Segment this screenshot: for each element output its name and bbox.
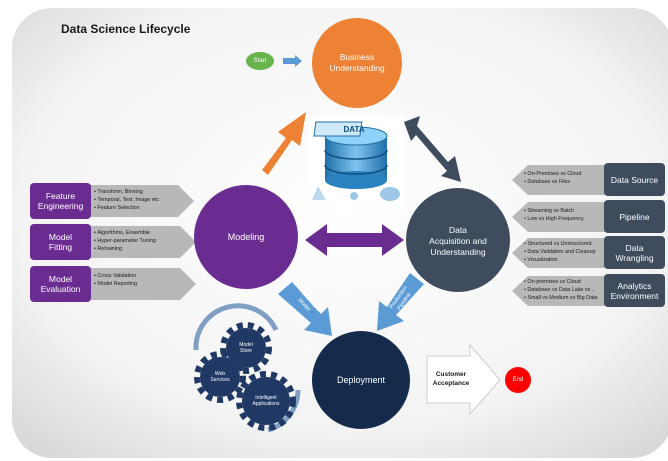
- data-acquisition-circle: [406, 188, 510, 292]
- customer-acceptance-arrow: [426, 343, 501, 416]
- modeling-label: Modeling: [227, 232, 265, 242]
- list-item: Low vs High Frequency: [524, 215, 583, 223]
- gears-group: [193, 303, 301, 433]
- deployment-circle: [312, 331, 410, 429]
- data-wrangling-box: [604, 236, 665, 269]
- list-item: Feature Selection: [94, 204, 159, 212]
- database-icon-text: DATA: [343, 124, 365, 134]
- list-item: Streaming vs Batch: [524, 207, 584, 215]
- modeling-circle: [194, 185, 298, 289]
- data-source-box: [604, 163, 665, 196]
- gear-cycle-arc: [193, 303, 279, 351]
- production-pipeline-arrow: [377, 273, 424, 331]
- model-fitting-label: Model Fitting: [48, 232, 73, 252]
- list-item: On-premises vs Cloud: [524, 278, 598, 286]
- web-services-gear: [194, 351, 246, 403]
- modeling-to-business-arrow: [262, 112, 306, 175]
- list-item: Algorithms, Ensemble: [94, 229, 156, 237]
- data-wrangling-label: Data Wrangling: [615, 242, 654, 263]
- list-item: Small vs Medium vs Big Data: [524, 294, 597, 302]
- start-arrow: [283, 55, 302, 67]
- start-label: Start: [253, 58, 267, 64]
- list-item: Transform, Binning: [94, 188, 159, 196]
- list-item: Data Validation and Cleanup: [524, 248, 595, 256]
- pipeline-box: [604, 200, 665, 233]
- list-item: Database vs Data Lake vs ..: [524, 286, 598, 294]
- analytics-environment-label: Analytics Environment: [610, 280, 659, 301]
- list-item: Hyper-parameter Tuning: [94, 237, 155, 245]
- data-source-label: Data Source: [610, 174, 659, 185]
- pipeline-bullets: Streaming vs Batch Low vs High Frequency: [524, 207, 584, 223]
- intelligent-applications-gear: [236, 371, 296, 431]
- analytics-environment-bullets: On-premises vs Cloud Database vs Data La…: [524, 278, 598, 303]
- model-evaluation-bullets: Cross Validation Model Reporting: [94, 272, 137, 288]
- list-item: Database vs Files: [524, 178, 581, 186]
- intelligent-applications-label: Intelligent Applications: [252, 395, 280, 407]
- feature-engineering-label: Feature Engineering: [37, 191, 84, 211]
- brain-icon: [380, 187, 400, 201]
- end-label: End: [512, 377, 524, 383]
- web-services-label: Web Services: [210, 371, 230, 383]
- feature-engineering-box: [30, 183, 91, 219]
- pipeline-label: Pipeline: [619, 211, 650, 222]
- end-node: [505, 367, 531, 393]
- model-evaluation-label: Model Evaluation: [40, 274, 81, 294]
- start-node: [246, 52, 274, 70]
- list-item: Cross Validation: [94, 272, 137, 280]
- list-item: Retraining: [94, 245, 156, 253]
- list-item: Visualization: [524, 256, 596, 264]
- person-icon: [350, 192, 358, 200]
- business-understanding-label: Business Understanding: [329, 52, 385, 73]
- list-item: Temporal, Text, Image etc: [94, 196, 159, 204]
- model-store-label: Model Store: [239, 342, 253, 354]
- business-understanding-circle: [312, 18, 402, 108]
- model-fitting-bullets: Algorithms, Ensemble Hyper-parameter Tun…: [94, 229, 156, 254]
- feature-engineering-bullets: Transform, Binning Temporal, Text, Image…: [94, 188, 159, 213]
- data-wrangling-bullets: Structured vs Unstructured Data Validati…: [524, 240, 596, 265]
- list-item: Structured vs Unstructured: [524, 240, 596, 248]
- model-fitting-box: [30, 224, 91, 260]
- performant-model-arrow: [278, 282, 332, 336]
- page-title: Data Science Lifecycle: [61, 22, 191, 36]
- data-acquisition-label: Data Acquisition and Understanding: [429, 224, 487, 257]
- customer-acceptance-label: Customer Acceptance: [432, 371, 470, 387]
- modeling-acquisition-arrow: [305, 224, 404, 256]
- list-item: Model Reporting: [94, 280, 137, 288]
- database-icon: [308, 116, 404, 201]
- model-evaluation-box: [30, 266, 91, 302]
- business-acquisition-arrow: [404, 116, 461, 182]
- data-source-bullets: On-Premises vs Cloud Database vs Files: [524, 170, 581, 186]
- analytics-environment-box: [604, 274, 665, 307]
- list-item: On-Premises vs Cloud: [524, 170, 581, 178]
- flask-icon: [312, 186, 326, 200]
- deployment-label: Deployment: [336, 375, 386, 385]
